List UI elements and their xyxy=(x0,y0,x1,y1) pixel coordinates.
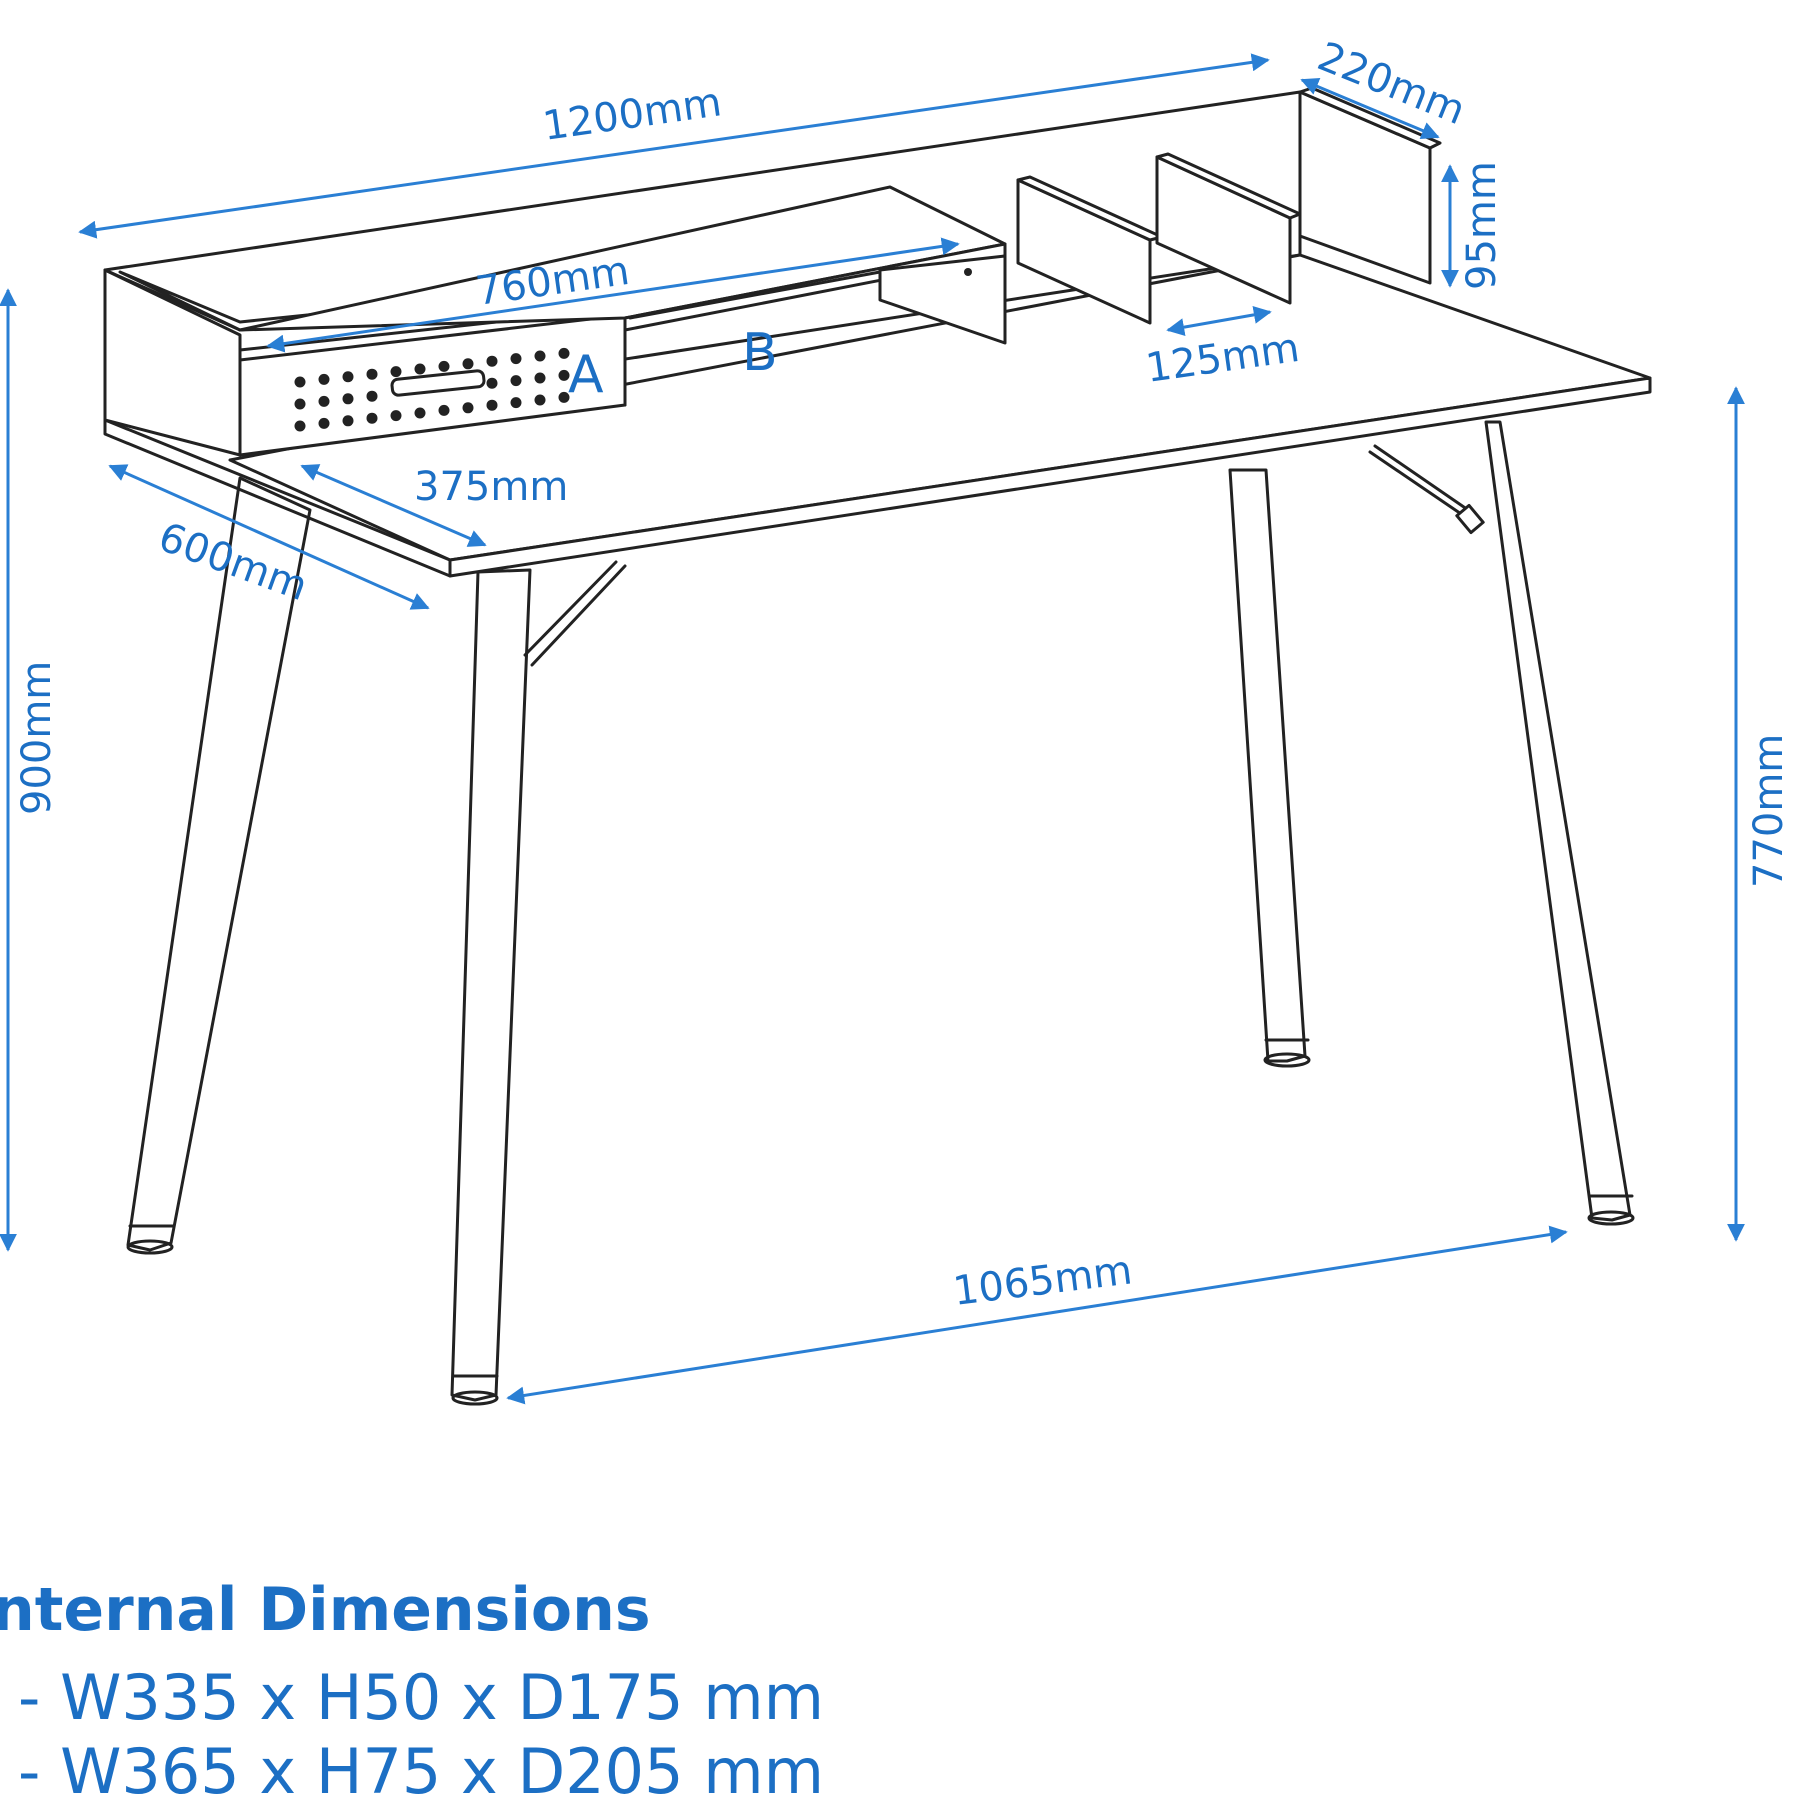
perforation-dot xyxy=(342,393,354,405)
compartment-label-a: A xyxy=(568,345,604,405)
dimline-125 xyxy=(1166,305,1272,337)
perforation-dot xyxy=(510,397,522,409)
compartment-label-b: B xyxy=(742,323,778,383)
perforation-dot xyxy=(294,398,306,410)
label-770: 770mm xyxy=(1746,734,1792,888)
perforation-dot xyxy=(510,353,522,365)
perforation-dot xyxy=(486,377,498,389)
perforation-dot xyxy=(438,360,450,372)
leg-back-left xyxy=(1228,468,1307,1063)
label-95: 95mm xyxy=(1459,161,1505,290)
dimension-lines xyxy=(0,53,1745,1405)
dimline-1200 xyxy=(78,53,1270,239)
perforation-dot xyxy=(462,402,474,414)
perforation-dot xyxy=(294,420,306,432)
dimline-220 xyxy=(1300,77,1440,140)
perforation-dot xyxy=(558,391,570,403)
perforation-dot xyxy=(366,412,378,424)
leg-back-right xyxy=(1484,420,1632,1222)
perforation-dot xyxy=(318,395,330,407)
perforation-dot xyxy=(534,350,546,362)
internal-dimensions-title: nternal Dimensions xyxy=(0,1575,651,1645)
internal-dimensions-a: - W335 x H50 x D175 mm xyxy=(18,1661,825,1734)
perforation-dot xyxy=(534,372,546,384)
dimension-labels: 1200mm 220mm 95mm 760mm 125mm 375mm 600m… xyxy=(14,34,1792,1315)
internal-dimensions-b: - W365 x H75 x D205 mm xyxy=(18,1735,825,1808)
leg-front-right xyxy=(450,568,532,1402)
dimline-1065 xyxy=(506,1225,1568,1405)
label-900: 900mm xyxy=(14,661,60,815)
perforation-dot xyxy=(486,399,498,411)
perforation-dot xyxy=(342,371,354,383)
perforation-dot xyxy=(390,366,402,378)
perforation-dot xyxy=(294,376,306,388)
perforation-dot xyxy=(318,417,330,429)
perforation-dot xyxy=(510,375,522,387)
perforation-dot xyxy=(534,394,546,406)
perforation-dot xyxy=(390,410,402,422)
label-1200: 1200mm xyxy=(540,79,724,150)
dimline-600 xyxy=(108,464,430,610)
perforation-dot xyxy=(558,369,570,381)
perforation-dot xyxy=(414,363,426,375)
perforation-dot xyxy=(414,407,426,419)
drawer-handle xyxy=(390,369,486,397)
perforation-dot xyxy=(486,355,498,367)
drawer-perforations xyxy=(294,347,570,432)
perforation-dot xyxy=(318,373,330,385)
label-375: 375mm xyxy=(414,464,568,510)
perforation-dot xyxy=(342,415,354,427)
dimline-760 xyxy=(266,237,960,353)
perforation-dot xyxy=(366,368,378,380)
perforation-dot xyxy=(462,358,474,370)
perforation-dot xyxy=(366,390,378,402)
perforation-dot xyxy=(558,347,570,359)
perforation-dot xyxy=(438,404,450,416)
